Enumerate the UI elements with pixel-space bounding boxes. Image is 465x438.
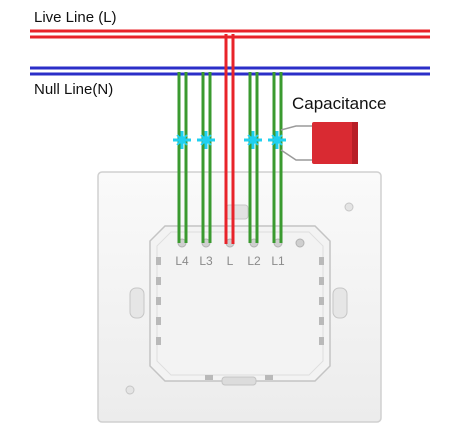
load-wire-l1 <box>272 72 283 243</box>
terminal-label-l: L <box>227 254 234 268</box>
null-line-label: Null Line(N) <box>34 81 113 98</box>
terminal-label-l4: L4 <box>175 254 189 268</box>
null-line <box>30 66 430 76</box>
connection-sparks <box>173 131 286 149</box>
capacitance-label: Capacitance <box>292 94 387 113</box>
terminal-label-l3: L3 <box>199 254 213 268</box>
spark-icon <box>173 131 191 149</box>
load-wire-l4 <box>177 72 188 243</box>
live-line-label: Live Line (L) <box>34 9 117 26</box>
terminal-label-l2: L2 <box>247 254 261 268</box>
load-wire-l2 <box>248 72 259 243</box>
terminal-labels: L4 L3 L L2 L1 <box>175 254 285 268</box>
load-wire-l3 <box>201 72 212 243</box>
spark-icon <box>197 131 215 149</box>
spark-icon <box>268 131 286 149</box>
live-drop-wire <box>224 34 235 244</box>
terminal-label-l1: L1 <box>271 254 285 268</box>
capacitor <box>280 122 358 164</box>
terminal-block <box>149 225 331 386</box>
spark-icon <box>244 131 262 149</box>
live-line <box>30 29 430 39</box>
